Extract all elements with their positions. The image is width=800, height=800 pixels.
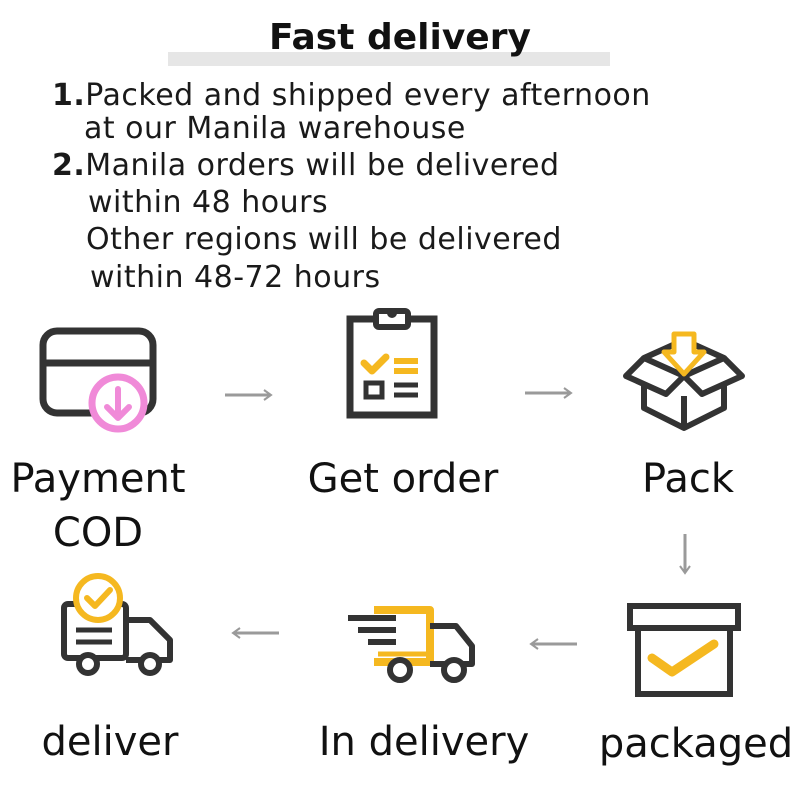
step-label-packaged: packaged: [598, 721, 794, 767]
step-label-get-order: Get order: [307, 456, 499, 502]
step-label-cod: COD: [52, 510, 144, 556]
arrow-left-icon: [528, 638, 578, 650]
info-item-1-line-2: at our Manila warehouse: [84, 111, 466, 146]
item-number: 2.: [52, 148, 86, 183]
fast-truck-icon: [344, 600, 484, 690]
item-number: 1.: [52, 78, 86, 113]
info-item-2-line-4: within 48-72 hours: [90, 260, 381, 295]
info-text: Manila orders will be delivered: [85, 148, 560, 183]
credit-card-download-icon: [38, 325, 168, 435]
page-title: Fast delivery: [269, 17, 531, 58]
step-label-deliver: deliver: [41, 719, 179, 765]
step-label-payment: Payment: [10, 456, 186, 502]
step-label-in-delivery: In delivery: [318, 719, 530, 765]
open-box-icon: [620, 330, 750, 440]
info-item-1-line-1: 1.Packed and shipped every afternoon: [52, 78, 651, 114]
info-text: Packed and shipped every afternoon: [85, 78, 651, 113]
info-item-2-line-1: 2.Manila orders will be delivered: [52, 148, 559, 184]
info-item-2-line-2: within 48 hours: [88, 185, 329, 220]
step-label-pack: Pack: [642, 456, 734, 502]
truck-check-icon: [52, 570, 182, 680]
arrow-right-icon: [524, 387, 574, 399]
arrow-left-icon: [230, 627, 280, 639]
info-item-2-line-3: Other regions will be delivered: [86, 222, 562, 257]
arrow-down-icon: [678, 533, 692, 575]
arrow-right-icon: [224, 389, 274, 401]
closed-box-check-icon: [624, 600, 744, 700]
clipboard-checklist-icon: [342, 305, 442, 420]
title-underline: [168, 52, 610, 66]
